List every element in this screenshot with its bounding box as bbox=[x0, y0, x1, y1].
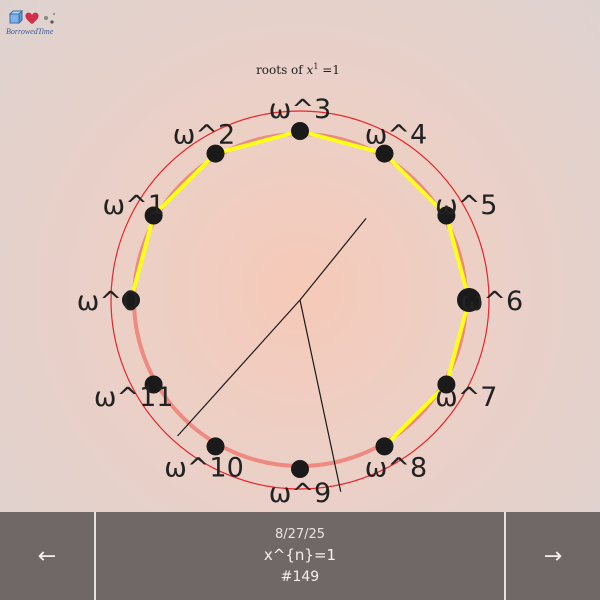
root-label-8: ω^8 bbox=[365, 452, 427, 483]
root-dot-3 bbox=[291, 122, 309, 140]
footer-info: 8/27/25 x^{n}=1 #149 bbox=[96, 512, 504, 600]
heart-icon bbox=[25, 12, 39, 24]
next-button[interactable]: → bbox=[504, 512, 600, 600]
root-label-1: ω^1 bbox=[102, 190, 164, 221]
prev-button[interactable]: ← bbox=[0, 512, 96, 600]
root-dot-6 bbox=[457, 288, 481, 312]
root-dot-0 bbox=[122, 291, 140, 309]
root-label-7: ω^7 bbox=[435, 382, 497, 413]
formula-label: x^{n}=1 bbox=[263, 546, 337, 564]
root-dot-9 bbox=[291, 460, 309, 478]
second-hand bbox=[299, 299, 342, 492]
cube-icon bbox=[8, 10, 24, 25]
root-dot-8 bbox=[375, 437, 394, 456]
roots-clock: roots of x1 =1 ω^0 ω^1 ω^2 ω^3 ω^4 ω^5 ω^6 ω^7 ω… bbox=[77, 62, 523, 509]
root-label-9: ω^9 bbox=[269, 478, 331, 509]
number-label: #149 bbox=[280, 569, 320, 585]
root-label-4: ω^4 bbox=[365, 120, 427, 151]
root-label-6: ω^6 bbox=[461, 286, 523, 317]
root-dot-2 bbox=[206, 144, 225, 163]
arrow-right-icon: → bbox=[543, 543, 563, 569]
root-label-5: ω^5 bbox=[435, 190, 497, 221]
clock-title: roots of x1 =1 bbox=[256, 62, 340, 77]
outer-circle bbox=[110, 110, 490, 490]
root-dot-11 bbox=[144, 375, 163, 394]
logo-text: BorrowedTime bbox=[6, 27, 54, 36]
hour-hand bbox=[299, 218, 367, 301]
app-logo: BorrowedTime bbox=[6, 8, 70, 38]
sparkle-icon bbox=[44, 12, 56, 24]
root-label-0: ω^0 bbox=[77, 286, 139, 317]
minute-hand bbox=[177, 299, 301, 437]
arrow-left-icon: ← bbox=[37, 543, 57, 569]
date-label: 8/27/25 bbox=[274, 527, 326, 542]
root-path bbox=[129, 129, 471, 448]
root-dot-1 bbox=[144, 206, 163, 225]
root-dot-10 bbox=[206, 437, 225, 456]
root-label-2: ω^2 bbox=[173, 120, 235, 151]
bottom-bar: ← 8/27/25 x^{n}=1 #149 → bbox=[0, 512, 600, 600]
root-label-3: ω^3 bbox=[269, 94, 331, 125]
root-label-11: ω^11 bbox=[94, 382, 174, 413]
root-dot-4 bbox=[375, 144, 394, 163]
root-label-10: ω^10 bbox=[164, 452, 244, 483]
root-dot-7 bbox=[437, 375, 456, 394]
logo-icons bbox=[8, 10, 56, 25]
root-dot-5 bbox=[437, 206, 456, 225]
